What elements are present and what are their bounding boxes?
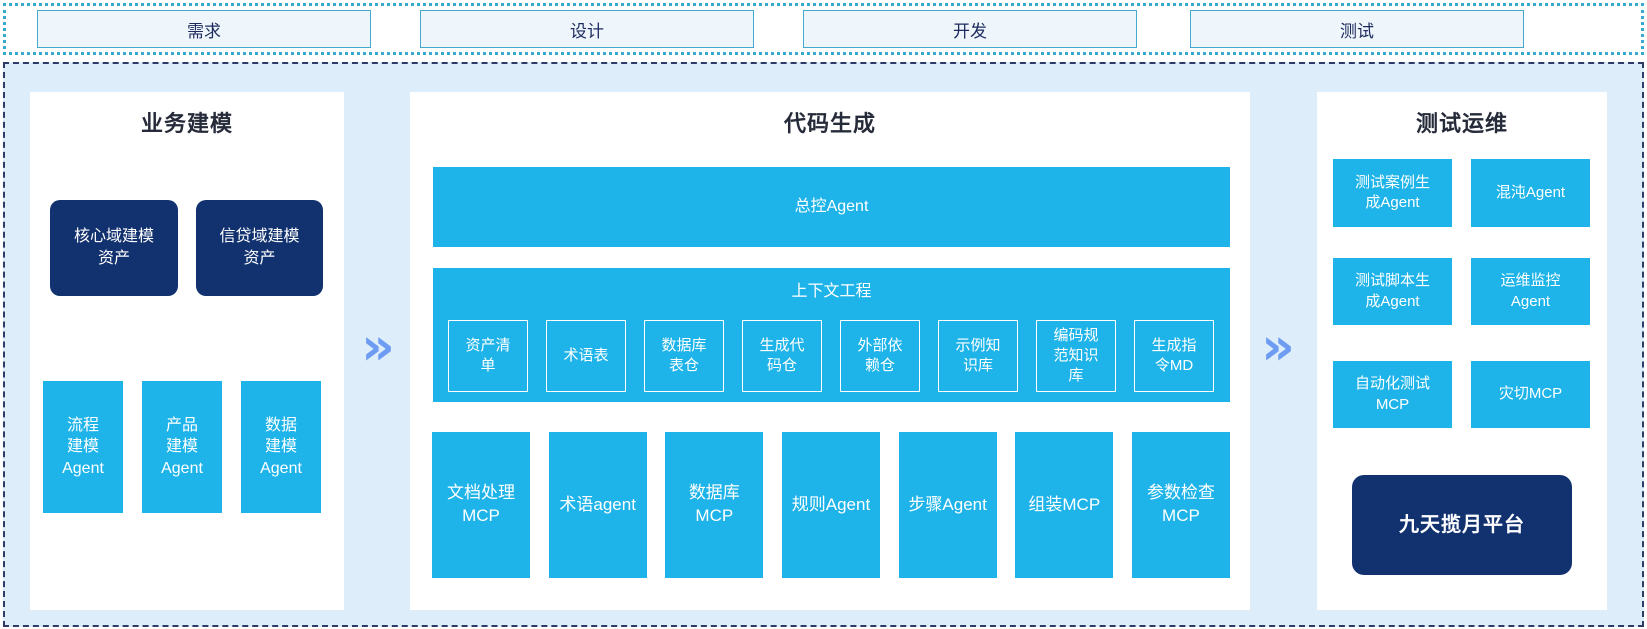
chevron-right-icon: » <box>361 317 395 377</box>
context-item-generated-code-repo: 生成代 码仓 <box>742 320 822 392</box>
box-core-domain-assets: 核心域建模 资产 <box>50 200 178 296</box>
bar-context-engineering: 上下文工程 资产清 单 术语表 数据库 表仓 生成代 码仓 外部依 赖仓 示例知… <box>433 268 1230 402</box>
panel-test-ops: 测试运维 测试案例生 成Agent 混沌Agent 测试脚本生 成Agent 运… <box>1317 92 1607 610</box>
box-process-modeling-agent: 流程 建模 Agent <box>43 381 123 513</box>
panel-business-modeling: 业务建模 核心域建模 资产 信贷域建模 资产 流程 建模 Agent 产品 建模… <box>30 92 344 610</box>
phase-tab-development: 开发 <box>803 10 1137 48</box>
tool-param-check-mcp: 参数检查 MCP <box>1131 432 1230 578</box>
box-data-modeling-agent: 数据 建模 Agent <box>241 381 321 513</box>
panel-title-code-generation: 代码生成 <box>783 111 876 136</box>
tool-assembly-mcp: 组装MCP <box>1015 432 1114 578</box>
box-disaster-switch-mcp: 灾切MCP <box>1471 361 1590 428</box>
context-item-example-kb: 示例知 识库 <box>938 320 1018 392</box>
context-engineering-label: 上下文工程 <box>791 283 872 300</box>
box-credit-domain-assets: 信贷域建模 资产 <box>196 200 323 296</box>
box-test-script-gen-agent: 测试脚本生 成Agent <box>1333 258 1452 325</box>
box-chaos-agent: 混沌Agent <box>1471 159 1590 227</box>
tool-terminology-agent: 术语agent <box>548 432 647 578</box>
box-test-case-gen-agent: 测试案例生 成Agent <box>1333 159 1452 227</box>
panel-title-business-modeling: 业务建模 <box>140 111 233 136</box>
context-item-coding-standard-kb: 编码规 范知识 库 <box>1036 320 1116 392</box>
phase-band: 需求 设计 开发 测试 <box>3 3 1644 55</box>
context-item-instruction-md: 生成指 令MD <box>1134 320 1214 392</box>
context-item-glossary: 术语表 <box>546 320 626 392</box>
context-items-row: 资产清 单 术语表 数据库 表仓 生成代 码仓 外部依 赖仓 示例知 识库 编码… <box>448 320 1214 392</box>
phase-tab-testing: 测试 <box>1190 10 1524 48</box>
context-item-db-table-repo: 数据库 表仓 <box>644 320 724 392</box>
box-jiutian-platform: 九天揽月平台 <box>1352 475 1572 575</box>
tool-doc-processing-mcp: 文档处理 MCP <box>432 432 530 578</box>
tool-row: 文档处理 MCP 术语agent 数据库 MCP 规则Agent 步骤Agent… <box>432 432 1230 578</box>
main-band: 业务建模 核心域建模 资产 信贷域建模 资产 流程 建模 Agent 产品 建模… <box>3 62 1644 627</box>
chevron-right-icon: » <box>1261 317 1295 377</box>
context-item-asset-list: 资产清 单 <box>448 320 528 392</box>
tool-rule-agent: 规则Agent <box>781 432 880 578</box>
panel-title-test-ops: 测试运维 <box>1415 111 1508 136</box>
phase-tab-design: 设计 <box>420 10 754 48</box>
bar-master-agent: 总控Agent <box>433 167 1230 247</box>
box-auto-test-mcp: 自动化测试 MCP <box>1333 361 1452 428</box>
context-item-external-deps-repo: 外部依 赖仓 <box>840 320 920 392</box>
box-ops-monitor-agent: 运维监控 Agent <box>1471 258 1590 325</box>
tool-database-mcp: 数据库 MCP <box>665 432 764 578</box>
box-product-modeling-agent: 产品 建模 Agent <box>142 381 222 513</box>
tool-step-agent: 步骤Agent <box>898 432 997 578</box>
panel-code-generation: 代码生成 总控Agent 上下文工程 资产清 单 术语表 数据库 表仓 生成代 … <box>410 92 1250 610</box>
phase-tab-requirements: 需求 <box>37 10 371 48</box>
